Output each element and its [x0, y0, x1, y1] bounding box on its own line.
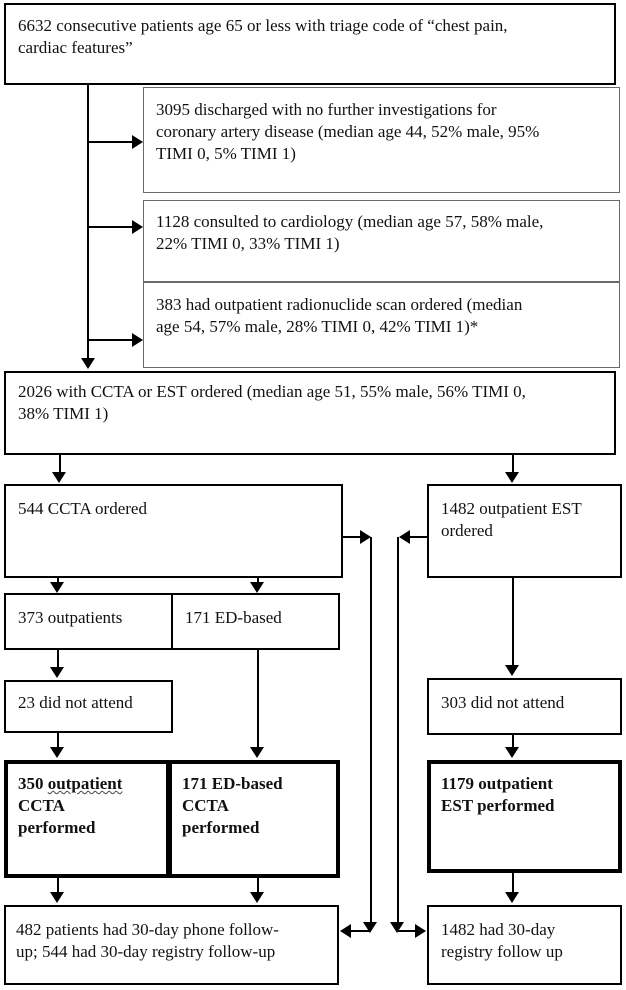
node-cardiology-text: 1128 consulted to cardiology (median age…: [156, 212, 544, 253]
connector-channel-left-vertical: [370, 537, 372, 923]
arrowhead-down-icon: [250, 892, 264, 903]
connector-ed-performed-to-followup: [257, 878, 259, 893]
node-est-did-not-attend: 303 did not attend: [427, 678, 622, 735]
connector-est-to-channel: [409, 536, 427, 538]
node-est-ordered: 1482 outpatient EST ordered: [427, 484, 622, 578]
node-ccta-ed-based: 171 ED-based: [171, 593, 340, 650]
outpatient-ccta-misspelled-word: outpatient: [47, 774, 123, 793]
node-est-followup-text: 1482 had 30-day registry follow up: [441, 920, 563, 961]
node-ccta-outpatients: 373 outpatients: [4, 593, 173, 650]
connector-ccta-to-channel: [343, 536, 364, 538]
node-ccta-ordered-text: 544 CCTA ordered: [18, 499, 147, 518]
arrowhead-right-icon: [415, 924, 426, 938]
node-ccta-did-not-attend-text: 23 did not attend: [18, 693, 133, 712]
arrowhead-down-icon: [250, 582, 264, 593]
node-outpatient-ccta-performed-text: 350 outpatient CCTA performed: [18, 773, 162, 839]
connector-branch-cardiology: [88, 226, 133, 228]
node-ccta-followup-text: 482 patients had 30-day phone follow- up…: [16, 920, 279, 961]
connector-est-to-dna: [512, 578, 514, 665]
arrowhead-right-icon: [132, 220, 143, 234]
node-radionuclide-scan: 383 had outpatient radionuclide scan ord…: [143, 282, 620, 368]
node-ccta-outpatients-text: 373 outpatients: [18, 608, 123, 627]
connector-2026-to-est: [512, 455, 514, 473]
node-ccta-did-not-attend: 23 did not attend: [4, 680, 173, 733]
arrowhead-down-icon: [250, 747, 264, 758]
arrowhead-down-icon: [81, 358, 95, 369]
connector-trunk: [87, 85, 89, 358]
node-est-did-not-attend-text: 303 did not attend: [441, 693, 565, 712]
node-ccta-ordered: 544 CCTA ordered: [4, 484, 343, 578]
outpatient-ccta-prefix: 350: [18, 774, 48, 793]
arrowhead-down-icon: [50, 892, 64, 903]
connector-outpatients-to-dna: [57, 650, 59, 667]
connector-channel-right-vertical: [397, 537, 399, 923]
arrowhead-down-icon: [50, 667, 64, 678]
connector-branch-discharged: [88, 141, 133, 143]
arrowhead-right-icon: [132, 333, 143, 347]
node-enrolled-patients-text: 6632 consecutive patients age 65 or less…: [18, 16, 508, 57]
arrowhead-right-icon: [132, 135, 143, 149]
node-ed-ccta-performed: 171 ED-based CCTA performed: [168, 760, 340, 878]
connector-channel-to-ccta-followup: [350, 930, 370, 932]
connector-channel-to-est-followup: [398, 930, 415, 932]
connector-ccta-performed-to-followup: [57, 878, 59, 893]
node-est-performed-text: 1179 outpatient EST performed: [441, 774, 555, 815]
arrowhead-left-icon: [340, 924, 351, 938]
node-ccta-or-est-ordered-text: 2026 with CCTA or EST ordered (median ag…: [18, 382, 526, 423]
arrowhead-down-icon: [505, 472, 519, 483]
arrowhead-down-icon: [505, 747, 519, 758]
node-discharged-text: 3095 discharged with no further investig…: [156, 100, 540, 163]
arrowhead-down-icon: [505, 665, 519, 676]
arrowhead-down-icon: [505, 892, 519, 903]
node-ed-ccta-performed-text: 171 ED-based CCTA performed: [182, 774, 283, 837]
node-est-performed: 1179 outpatient EST performed: [427, 760, 622, 873]
node-enrolled-patients: 6632 consecutive patients age 65 or less…: [4, 3, 616, 85]
node-consulted-cardiology: 1128 consulted to cardiology (median age…: [143, 200, 620, 282]
node-radionuclide-text: 383 had outpatient radionuclide scan ord…: [156, 295, 523, 336]
node-est-ordered-text: 1482 outpatient EST ordered: [441, 499, 582, 540]
node-ccta-ed-based-text: 171 ED-based: [185, 608, 282, 627]
connector-dna-to-est-performed: [512, 735, 514, 747]
outpatient-ccta-suffix: CCTA performed: [18, 796, 96, 837]
node-outpatient-ccta-performed: 350 outpatient CCTA performed: [4, 760, 170, 878]
connector-est-performed-to-followup: [512, 873, 514, 893]
connector-ed-based-to-performed: [257, 650, 259, 747]
connector-ccta-to-outpatients: [57, 578, 59, 583]
arrowhead-down-icon: [390, 922, 404, 933]
connector-branch-radionuclide: [88, 339, 133, 341]
arrowhead-down-icon: [52, 472, 66, 483]
node-ccta-followup: 482 patients had 30-day phone follow- up…: [4, 905, 339, 985]
node-ccta-or-est-ordered: 2026 with CCTA or EST ordered (median ag…: [4, 371, 616, 455]
connector-ccta-to-ed-based: [257, 578, 259, 583]
arrowhead-left-icon: [399, 530, 410, 544]
arrowhead-down-icon: [50, 582, 64, 593]
arrowhead-right-icon: [360, 530, 371, 544]
connector-2026-to-ccta: [59, 455, 61, 473]
node-discharged-no-investigation: 3095 discharged with no further investig…: [143, 87, 620, 193]
arrowhead-down-icon: [50, 747, 64, 758]
node-est-followup: 1482 had 30-day registry follow up: [427, 905, 622, 985]
connector-dna-to-ccta-performed: [57, 733, 59, 747]
arrowhead-down-icon: [363, 922, 377, 933]
